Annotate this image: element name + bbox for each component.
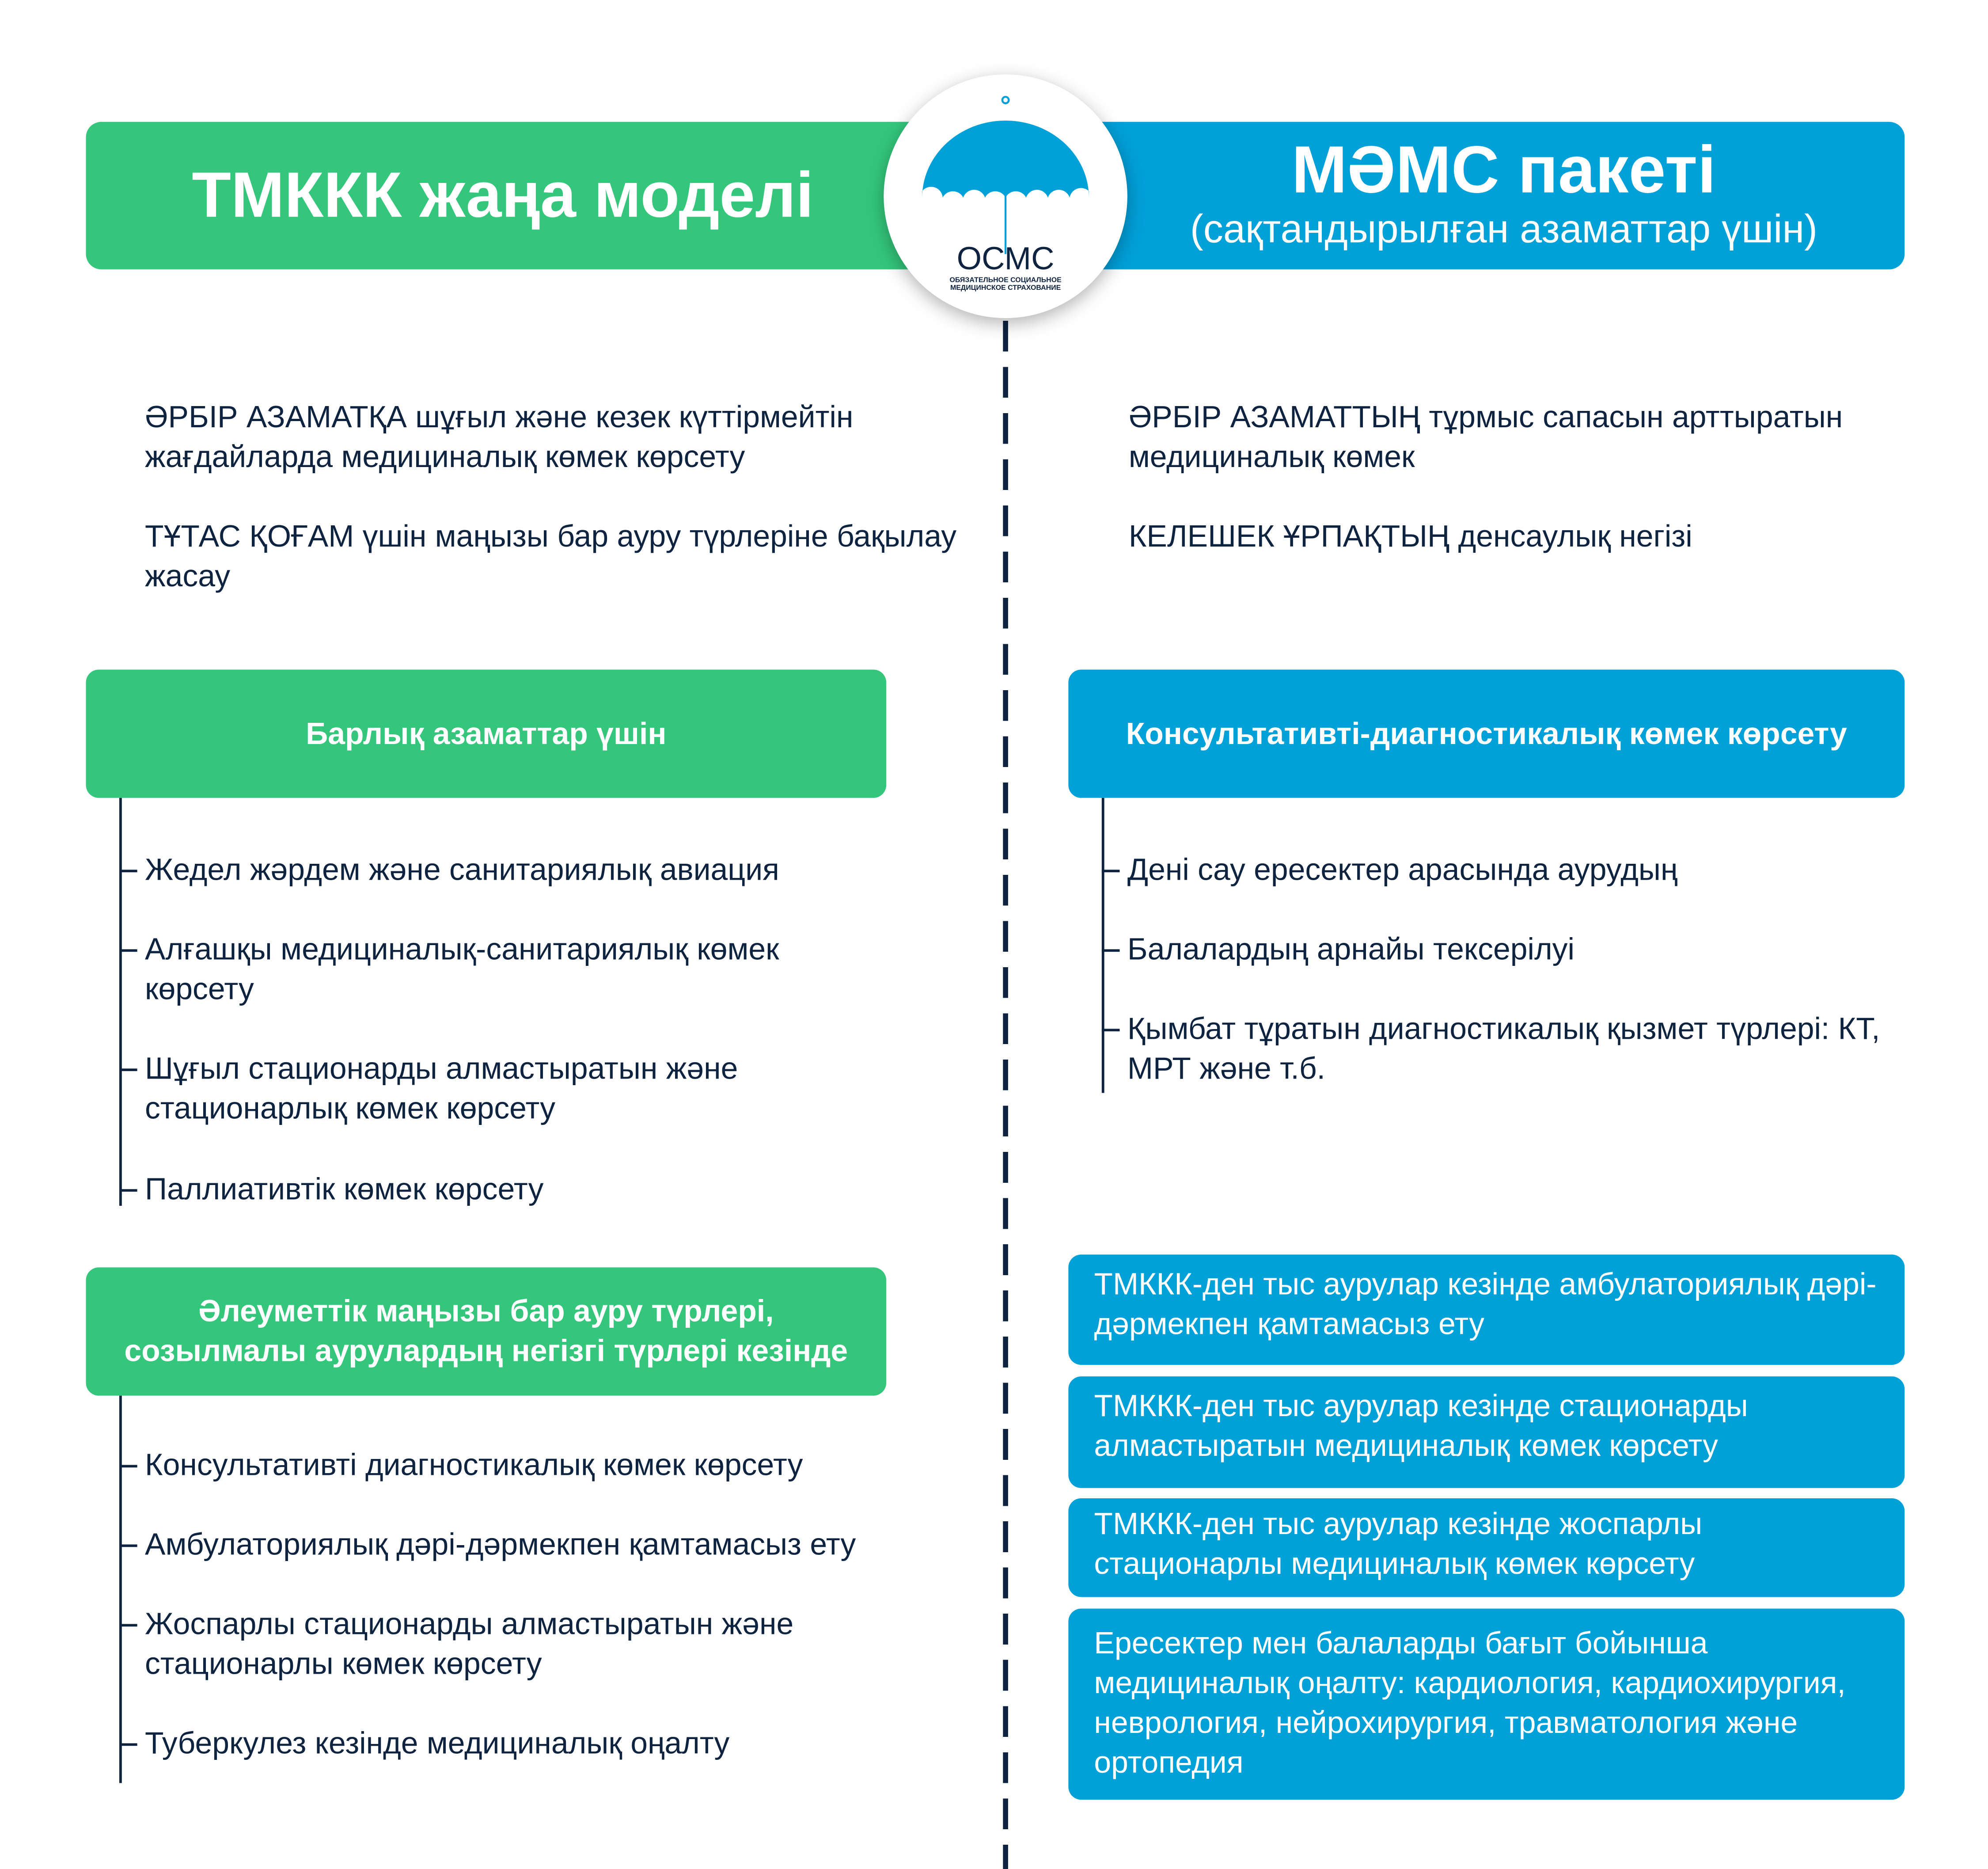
right-header-subtitle: (сақтандырылған азаматтар үшін) [1190,206,1818,252]
logo-line2: МЕДИЦИНСКОЕ СТРАХОВАНИЕ [950,284,1061,292]
right-header: МӘМС пакеті (сақтандырылған азаматтар үш… [1064,122,1905,270]
umbrella-icon: ОСМС ОБЯЗАТЕЛЬНОЕ СОЦИАЛЬНОЕ МЕДИЦИНСКОЕ… [922,96,1089,292]
list-item: Алғашқы медициналық-санитариялық көмек к… [119,930,889,1010]
list-item: Шұғыл стационарды алмастыратын және стац… [119,1049,863,1129]
divider-dashed-line [1003,320,1008,1869]
list-item: Жоспарлы стационарды алмастыратын және с… [119,1605,889,1684]
left-intro-2: ТҰТАС ҚОҒАМ үшін маңызы бар ауру түрлері… [145,519,957,594]
list-item: Дені сау ересектер арасында аурудың [1101,851,1961,890]
tree-line [119,798,121,1206]
left-header: ТМККК жаңа моделі [86,122,958,270]
right-intro-1: ӘРБІР АЗАМАТТЫҢ тұрмыс сапасын арттыраты… [1128,400,1843,475]
logo-abbr: ОСМС [957,241,1055,277]
left-group1-title: Барлық азаматтар үшін [86,669,887,798]
tree-line [1101,798,1104,1093]
list-item: Консультативті диагностикалық көмек көрс… [119,1446,979,1485]
list-item: Туберкулез кезінде медициналық оңалту [119,1724,979,1764]
tree-line [119,1395,121,1783]
right-intro-2: КЕЛЕШЕК ҰРПАҚТЫҢ денсаулық негізі [1128,519,1692,555]
right-box-1: ТМККК-ден тыс аурулар кезінде амбулатори… [1068,1254,1905,1365]
osms-logo: ОСМС ОБЯЗАТЕЛЬНОЕ СОЦИАЛЬНОЕ МЕДИЦИНСКОЕ… [884,74,1127,318]
logo-line1: ОБЯЗАТЕЛЬНОЕ СОЦИАЛЬНОЕ [949,277,1062,284]
left-header-title: ТМККК жаңа моделі [192,159,814,231]
list-item: Жедел жәрдем және санитариялық авиация [119,851,979,890]
list-item: Қымбат тұратын диагностикалық қызмет түр… [1101,1010,1948,1089]
list-item: Паллиативтік көмек көрсету [119,1170,979,1210]
left-intro-1: ӘРБІР АЗАМАТҚА шұғыл және кезек күттірме… [145,400,854,475]
list-item: Амбулаториялық дәрі-дәрмекпен қамтамасыз… [119,1525,979,1565]
right-box-3: ТМККК-ден тыс аурулар кезінде жоспарлы с… [1068,1498,1905,1597]
list-item: Балалардың арнайы тексерілуі [1101,930,1961,970]
right-header-title: МӘМС пакеті [1291,133,1716,208]
right-box-4: Ересектер мен балаларды бағыт бойынша ме… [1068,1608,1905,1800]
right-box-2: ТМККК-ден тыс аурулар кезінде стационард… [1068,1376,1905,1488]
left-group2-title: Әлеуметтік маңызы бар ауру түрлері, созы… [86,1267,887,1396]
right-group1-title: Консультативті-диагностикалық көмек көрс… [1068,669,1905,798]
